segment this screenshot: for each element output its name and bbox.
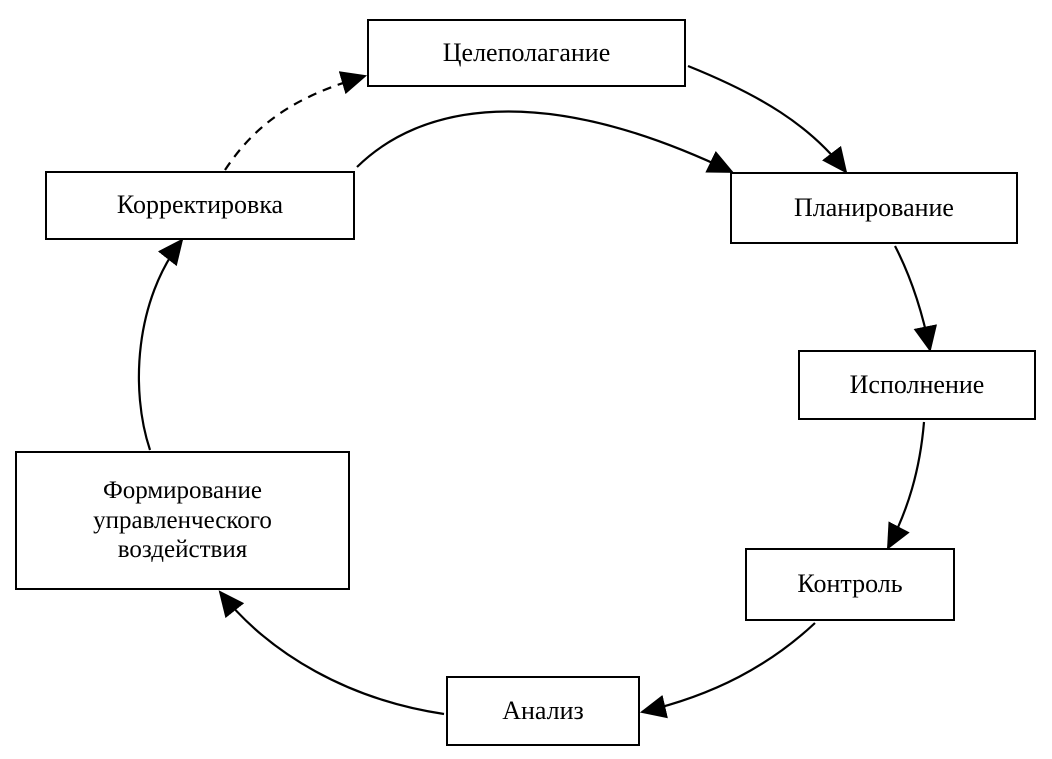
node-form-label-line-2: управленческого	[93, 506, 272, 534]
node-correction: Корректировка	[45, 171, 355, 240]
arrow-form-to-correct	[137, 238, 184, 451]
arrow-plan-to-exec	[894, 245, 938, 353]
arrow-analysis-to-form	[218, 590, 445, 716]
node-correct-label: Корректировка	[116, 190, 284, 220]
node-planning: Планирование	[730, 172, 1018, 244]
arrow-correct-to-plan	[356, 110, 734, 173]
node-analysis: Анализ	[446, 676, 640, 746]
arrow-exec-to-control	[886, 421, 926, 550]
node-goal-label: Целеполагание	[442, 37, 611, 67]
node-form-label-line-3: воздействия	[117, 536, 248, 564]
node-management-action: Формирование управленческого воздействия	[15, 451, 350, 590]
node-goal-setting: Целеполагание	[367, 19, 686, 87]
node-execution: Исполнение	[798, 350, 1036, 420]
arrow-goal-to-plan	[687, 64, 848, 174]
node-control: Контроль	[745, 548, 955, 621]
node-plan-label: Планирование	[794, 192, 954, 222]
node-exec-label: Исполнение	[849, 369, 985, 399]
node-control-label: Контроль	[797, 569, 903, 599]
node-form-label-line-1: Формирование	[102, 477, 262, 505]
arrow-control-to-analysis	[639, 622, 816, 719]
arrow-correct-to-goal-dashed	[224, 71, 368, 171]
node-analysis-label: Анализ	[502, 695, 584, 725]
